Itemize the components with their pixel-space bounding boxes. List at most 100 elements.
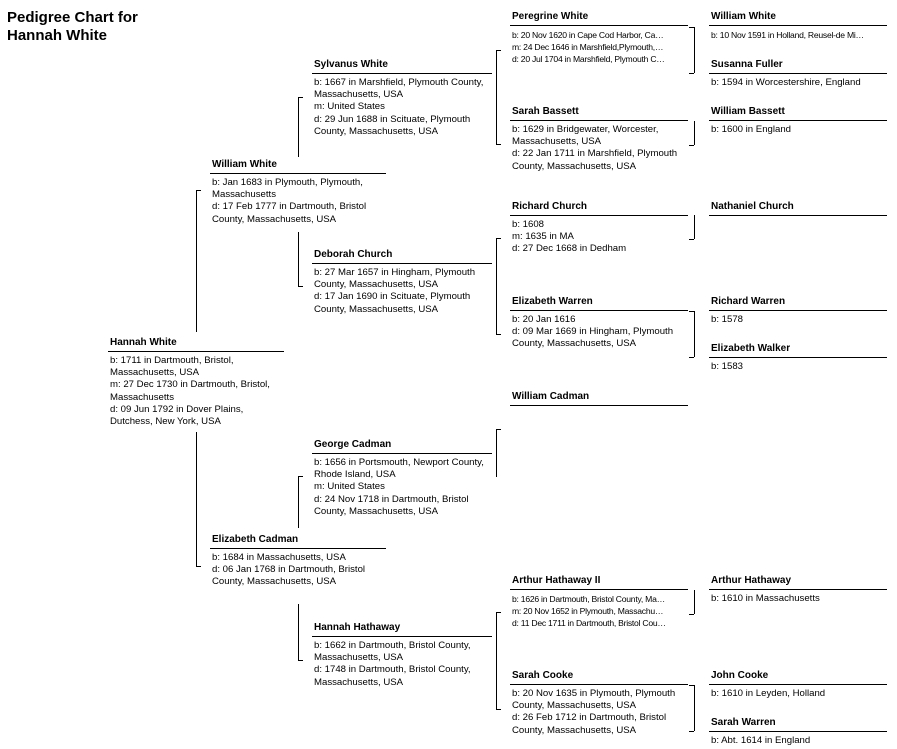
person-nathaniel-church[interactable]: Nathaniel Church bbox=[709, 201, 887, 219]
person-name[interactable]: Elizabeth Warren bbox=[510, 296, 688, 311]
person-name[interactable]: Richard Church bbox=[510, 201, 688, 216]
connector-line bbox=[298, 232, 299, 286]
person-detail-line: b: 1594 in Worcestershire, England bbox=[711, 77, 861, 88]
person-detail-line: d: 24 Nov 1718 in Dartmouth, Bristol Cou… bbox=[314, 493, 469, 517]
person-details: b: 1626 in Dartmouth, Bristol County, Ma… bbox=[510, 590, 688, 630]
connector-line bbox=[496, 661, 497, 709]
connector-line bbox=[496, 334, 501, 335]
person-arthur-hathaway-ii[interactable]: Arthur Hathaway II b: 1626 in Dartmouth, … bbox=[510, 575, 688, 630]
person-details: b: 10 Nov 1591 in Holland, Reusel-de Mi… bbox=[709, 26, 887, 41]
person-name[interactable]: Arthur Hathaway bbox=[709, 575, 887, 590]
person-name[interactable]: William White bbox=[709, 11, 887, 26]
person-name[interactable]: Arthur Hathaway II bbox=[510, 575, 688, 590]
connector-line bbox=[694, 685, 695, 731]
person-details: b: 1583 bbox=[709, 358, 887, 373]
person-detail-line: b: 1583 bbox=[711, 361, 744, 372]
person-detail-line: m: United States bbox=[314, 481, 385, 493]
person-john-cooke[interactable]: John Cooke b: 1610 in Leyden, Holland bbox=[709, 670, 887, 700]
person-name[interactable]: Sarah Cooke bbox=[510, 670, 688, 685]
person-detail-line: b: 1629 in Bridgewater, Worcester, Massa… bbox=[512, 124, 659, 148]
connector-line bbox=[298, 476, 299, 528]
person-name[interactable]: Elizabeth Walker bbox=[709, 343, 887, 358]
person-arthur-hathaway[interactable]: Arthur Hathaway b: 1610 in Massachusetts bbox=[709, 575, 887, 605]
person-detail-line: b: 1578 bbox=[711, 314, 744, 325]
connector-line bbox=[496, 429, 501, 430]
connector-line bbox=[298, 660, 303, 661]
person-detail-line: b: 1626 in Dartmouth, Bristol County, Ma… bbox=[512, 594, 665, 604]
person-sarah-warren[interactable]: Sarah Warren b: Abt. 1614 in England bbox=[709, 717, 887, 747]
person-peregrine-white[interactable]: Peregrine White b: 20 Nov 1620 in Cape Co… bbox=[510, 11, 688, 66]
person-detail-line: d: 29 Jun 1688 in Scituate, Plymouth Cou… bbox=[314, 113, 471, 137]
person-name[interactable]: Peregrine White bbox=[510, 11, 688, 26]
connector-line bbox=[689, 27, 694, 28]
person-name[interactable]: Susanna Fuller bbox=[709, 59, 887, 74]
person-name[interactable]: Hannah Hathaway bbox=[312, 622, 492, 637]
person-elizabeth-walker[interactable]: Elizabeth Walker b: 1583 bbox=[709, 343, 887, 373]
person-name[interactable]: William Cadman bbox=[510, 391, 688, 406]
person-detail-line: b: 20 Nov 1620 in Cape Cod Harbor, Ca… bbox=[512, 30, 664, 40]
connector-line bbox=[298, 97, 303, 98]
title-line-1: Pedigree Chart for bbox=[7, 9, 138, 26]
person-detail-line: b: 1656 in Portsmouth, Newport County, R… bbox=[314, 457, 484, 481]
person-name[interactable]: George Cadman bbox=[312, 439, 492, 454]
person-william-cadman[interactable]: William Cadman bbox=[510, 391, 688, 409]
connector-line bbox=[496, 238, 497, 286]
person-name[interactable]: Sylvanus White bbox=[312, 59, 492, 74]
page-title: Pedigree Chart for Hannah White bbox=[7, 9, 138, 45]
person-detail-line: b: 1610 in Massachusetts bbox=[711, 593, 820, 604]
person-richard-warren[interactable]: Richard Warren b: 1578 bbox=[709, 296, 887, 326]
person-detail-line: m: 27 Dec 1730 in Dartmouth, Bristol, Ma… bbox=[110, 379, 270, 403]
person-name[interactable]: Elizabeth Cadman bbox=[210, 534, 386, 549]
person-details: b: 20 Nov 1635 in Plymouth, Plymouth Cou… bbox=[510, 685, 688, 737]
person-sarah-bassett[interactable]: Sarah Bassett b: 1629 in Bridgewater, Wor… bbox=[510, 106, 688, 173]
person-details: b: 27 Mar 1657 in Hingham, Plymouth Coun… bbox=[312, 264, 492, 316]
person-susanna-fuller[interactable]: Susanna Fuller b: 1594 in Worcestershire,… bbox=[709, 59, 887, 89]
person-detail-line: b: 1610 in Leyden, Holland bbox=[711, 688, 826, 699]
connector-line bbox=[689, 311, 694, 312]
person-name[interactable]: Deborah Church bbox=[312, 249, 492, 264]
connector-line bbox=[298, 476, 303, 477]
connector-line bbox=[298, 604, 299, 660]
person-name[interactable]: William Bassett bbox=[709, 106, 887, 121]
person-detail-line: d: 09 Jun 1792 in Dover Plains, Dutchess… bbox=[110, 403, 244, 428]
person-george-cadman[interactable]: George Cadman b: 1656 in Portsmouth, Newp… bbox=[312, 439, 492, 518]
person-name[interactable]: Nathaniel Church bbox=[709, 201, 887, 216]
person-detail-line: d: 22 Jan 1711 in Marshfield, Plymouth C… bbox=[512, 148, 678, 172]
person-name[interactable]: Sarah Warren bbox=[709, 717, 887, 732]
person-detail-line: b: 1667 in Marshfield, Plymouth County, … bbox=[314, 77, 484, 101]
connector-line bbox=[496, 612, 497, 661]
person-detail-line: b: Abt. 1614 in England bbox=[711, 735, 811, 746]
person-name[interactable]: John Cooke bbox=[709, 670, 887, 685]
connector-line bbox=[496, 286, 497, 334]
connector-line bbox=[694, 590, 695, 614]
person-detail-line: d: 26 Feb 1712 in Dartmouth, Bristol Cou… bbox=[512, 712, 667, 736]
person-sylvanus-white[interactable]: Sylvanus White b: 1667 in Marshfield, Ply… bbox=[312, 59, 492, 138]
person-name[interactable]: Sarah Bassett bbox=[510, 106, 688, 121]
person-name[interactable]: Richard Warren bbox=[709, 296, 887, 311]
connector-line bbox=[196, 190, 197, 332]
person-detail-line: b: 1608 bbox=[512, 219, 545, 230]
person-details: b: 1610 in Leyden, Holland bbox=[709, 685, 887, 700]
person-details: b: 1662 in Dartmouth, Bristol County, Ma… bbox=[312, 637, 492, 689]
person-details: b: 1600 in England bbox=[709, 121, 887, 136]
person-name[interactable]: Hannah White bbox=[108, 337, 284, 352]
person-detail-line: m: United States bbox=[314, 101, 385, 113]
connector-line bbox=[689, 145, 694, 146]
person-details: b: 1610 in Massachusetts bbox=[709, 590, 887, 605]
person-detail-line: d: 1748 in Dartmouth, Bristol County, Ma… bbox=[314, 664, 471, 688]
person-name[interactable]: William White bbox=[210, 159, 386, 174]
person-details bbox=[709, 216, 887, 219]
connector-line bbox=[298, 286, 303, 287]
connector-line bbox=[689, 239, 694, 240]
